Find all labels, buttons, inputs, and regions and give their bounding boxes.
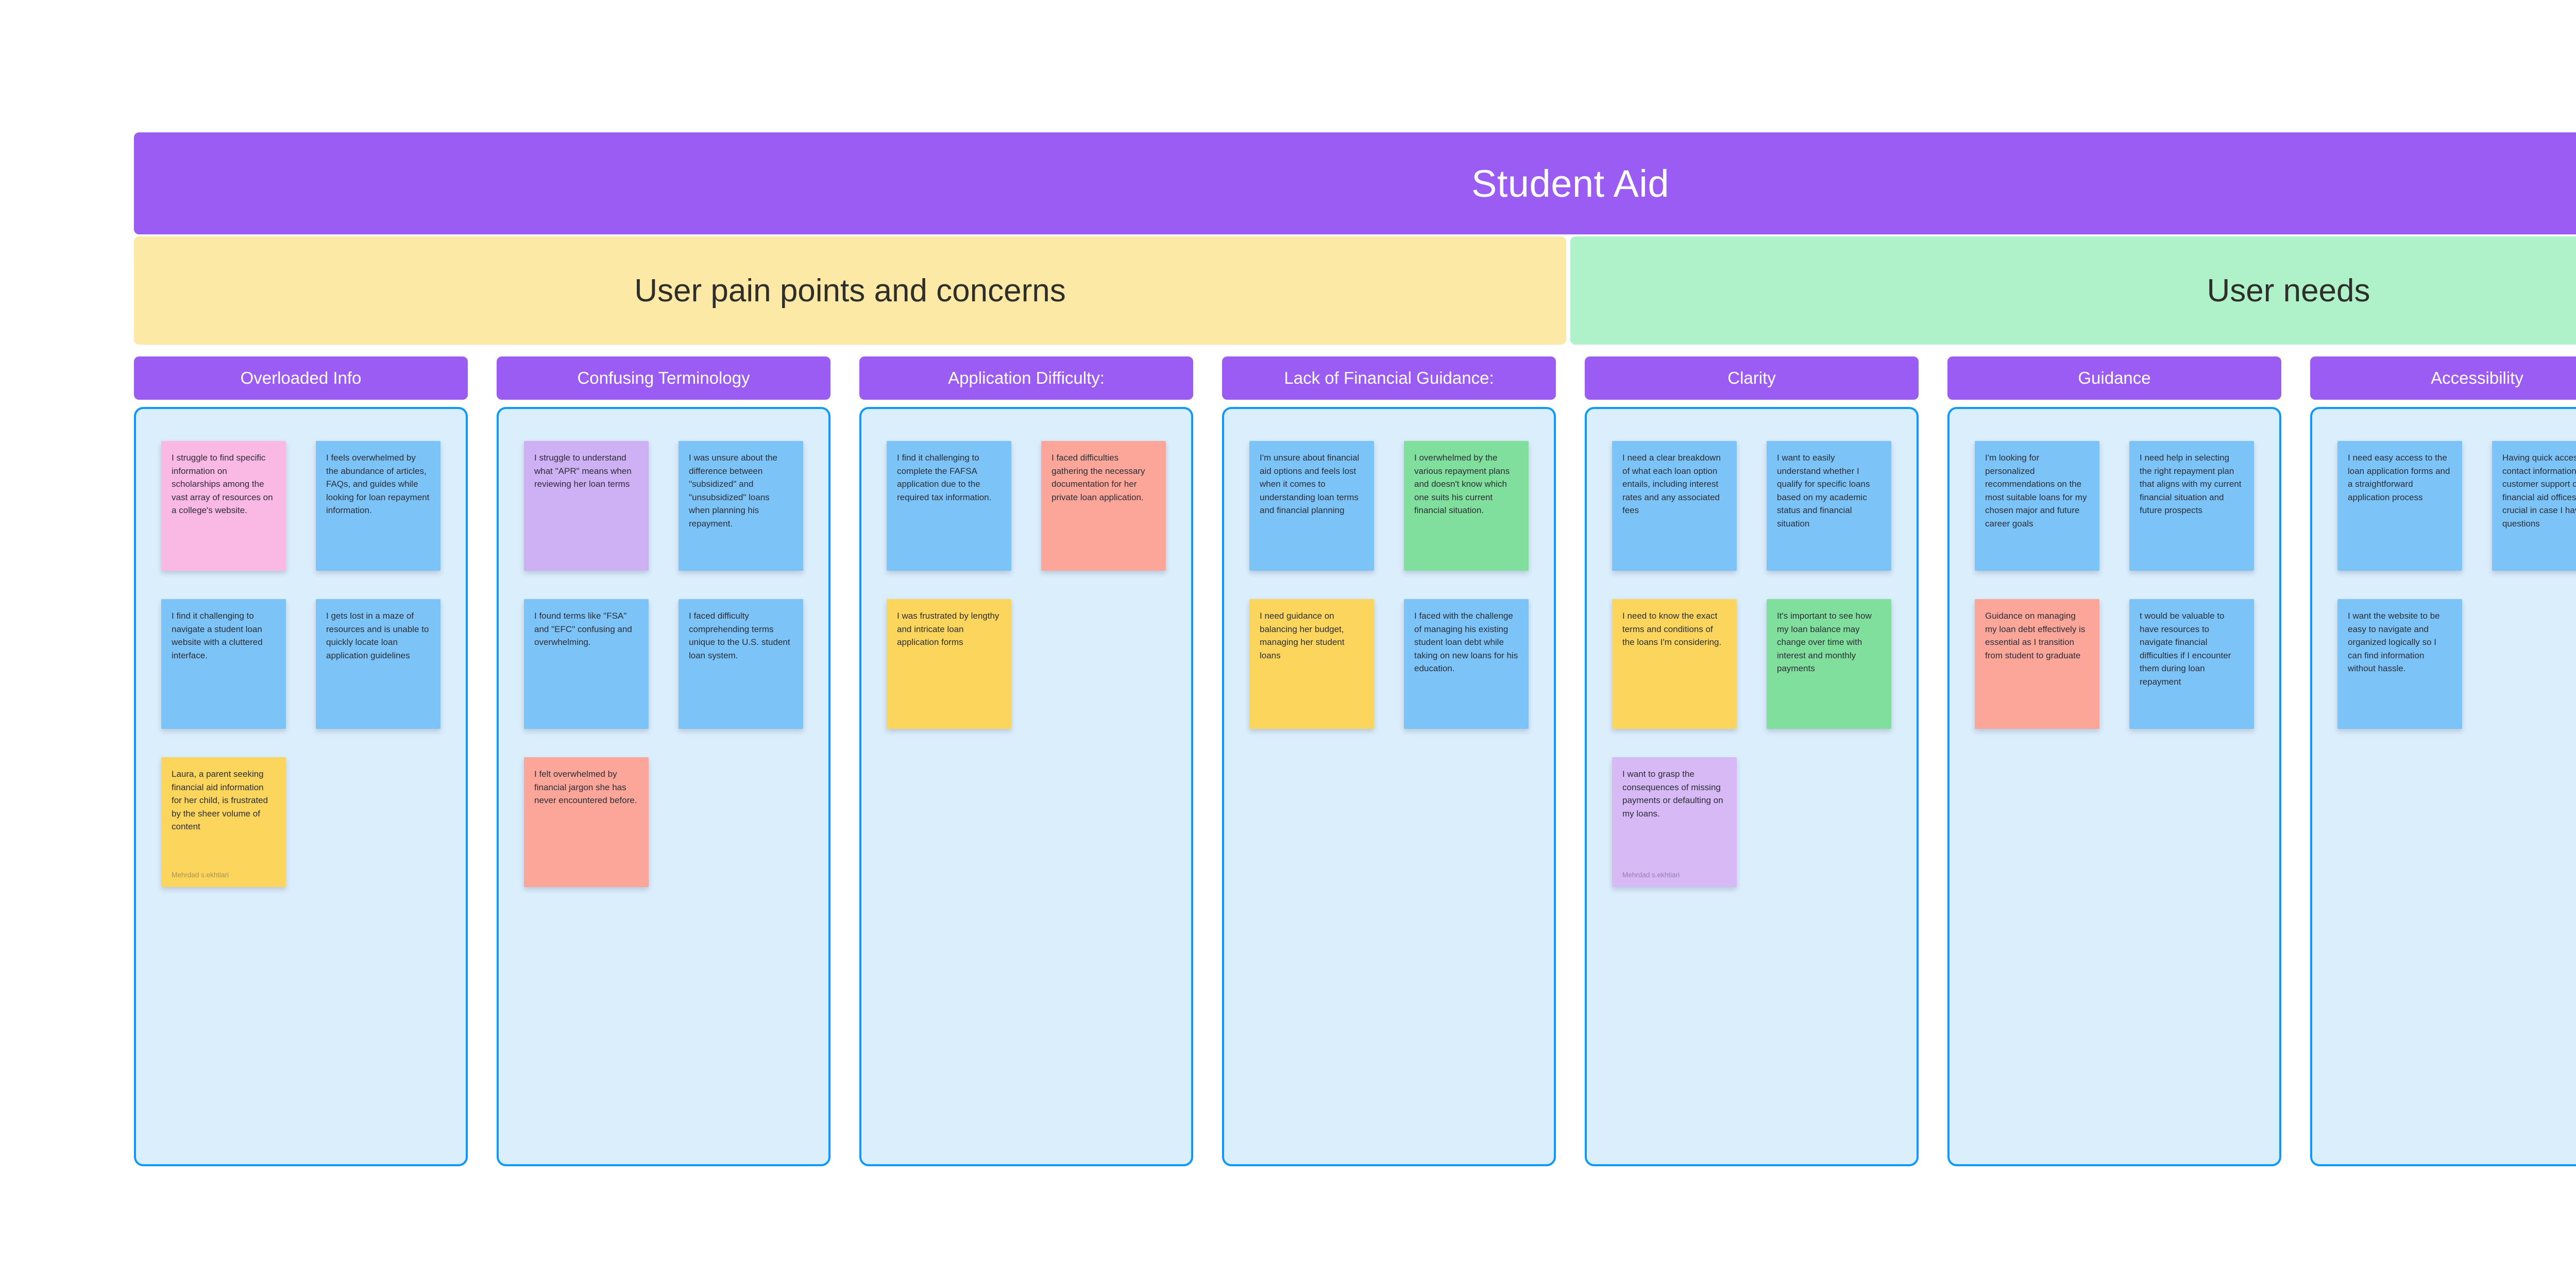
column-header-guidance[interactable]: Guidance	[1947, 356, 2281, 400]
sticky-note-text: I'm looking for personalized recommendat…	[1985, 453, 2087, 529]
column-body-application-difficulty: I find it challenging to complete the FA…	[859, 407, 1193, 1166]
column-header-label: Clarity	[1727, 368, 1776, 387]
sticky-note[interactable]: I need easy access to the loan applicati…	[2337, 441, 2462, 571]
sticky-note-text: I struggle to find specific information …	[172, 453, 273, 515]
sticky-note-author: Mehrdad s.ekhtiari	[1622, 871, 1680, 879]
sticky-note-text: I need help in selecting the right repay…	[2140, 453, 2242, 515]
sticky-note-text: Having quick access to contact informati…	[2502, 453, 2576, 529]
sticky-note[interactable]: I faced difficulty comprehending terms u…	[679, 599, 803, 729]
column-header-label: Lack of Financial Guidance:	[1284, 368, 1494, 387]
sticky-note-text: I faced difficulties gathering the neces…	[1052, 453, 1145, 502]
sticky-note-text: Laura, a parent seeking financial aid in…	[172, 769, 268, 831]
board-title-bar[interactable]: Student Aid	[134, 132, 2576, 234]
sticky-note-text: I want to easily understand whether I qu…	[1777, 453, 1870, 529]
sticky-note[interactable]: I struggle to understand what "APR" mean…	[524, 441, 649, 571]
column-header-overloaded-info[interactable]: Overloaded Info	[134, 356, 468, 400]
sticky-note[interactable]: I want to easily understand whether I qu…	[1767, 441, 1891, 571]
sticky-note[interactable]: I find it challenging to navigate a stud…	[161, 599, 286, 729]
column-accessibility: Accessibility I need easy access to the l…	[2310, 356, 2576, 1166]
sticky-note-text: I'm unsure about financial aid options a…	[1260, 453, 1360, 515]
column-header-label: Accessibility	[2431, 368, 2523, 387]
column-body-guidance: I'm looking for personalized recommendat…	[1947, 407, 2281, 1166]
sticky-note-author: Mehrdad s.ekhtiari	[172, 871, 229, 879]
sticky-note-text: t would be valuable to have resources to…	[2140, 611, 2231, 687]
sticky-note[interactable]: I felt overwhelmed by financial jargon s…	[524, 757, 649, 887]
sticky-note-text: Guidance on managing my loan debt effect…	[1985, 611, 2086, 660]
column-header-clarity[interactable]: Clarity	[1585, 356, 1919, 400]
column-header-lack-of-financial-guidance[interactable]: Lack of Financial Guidance:	[1222, 356, 1556, 400]
sticky-note[interactable]: I was unsure about the difference betwee…	[679, 441, 803, 571]
column-header-application-difficulty[interactable]: Application Difficulty:	[859, 356, 1193, 400]
sticky-note-text: I want the website to be easy to navigat…	[2348, 611, 2440, 673]
column-clarity: Clarity I need a clear breakdown of what …	[1585, 356, 1919, 1166]
sticky-note[interactable]: I was frustrated by lengthy and intricat…	[887, 599, 1011, 729]
column-header-label: Confusing Terminology	[577, 368, 750, 387]
column-body-confusing-terminology: I struggle to understand what "APR" mean…	[497, 407, 831, 1166]
sticky-note[interactable]: I need to know the exact terms and condi…	[1612, 599, 1737, 729]
sticky-note[interactable]: I struggle to find specific information …	[161, 441, 286, 571]
column-header-label: Overloaded Info	[240, 368, 362, 387]
sticky-note-text: I find it challenging to navigate a stud…	[172, 611, 263, 660]
sticky-note-text: I feels overwhelmed by the abundance of …	[326, 453, 430, 515]
sticky-note-text: I was unsure about the difference betwee…	[689, 453, 778, 529]
sticky-note-text: I need a clear breakdown of what each lo…	[1622, 453, 1721, 515]
sticky-note-text: I faced with the challenge of managing h…	[1414, 611, 1518, 673]
sticky-note[interactable]: I want the website to be easy to navigat…	[2337, 599, 2462, 729]
sticky-note-text: I was frustrated by lengthy and intricat…	[897, 611, 999, 647]
sticky-note[interactable]: I need a clear breakdown of what each lo…	[1612, 441, 1737, 571]
sticky-note[interactable]: I want to grasp the consequences of miss…	[1612, 757, 1737, 887]
column-body-clarity: I need a clear breakdown of what each lo…	[1585, 407, 1919, 1166]
sticky-note[interactable]: I faced difficulties gathering the neces…	[1041, 441, 1166, 571]
column-lack-of-financial-guidance: Lack of Financial Guidance: I'm unsure ab…	[1222, 356, 1556, 1166]
sticky-note[interactable]: Having quick access to contact informati…	[2492, 441, 2576, 571]
sticky-note-text: I overwhelmed by the various repayment p…	[1414, 453, 1510, 515]
column-overloaded-info: Overloaded Info I struggle to find specif…	[134, 356, 468, 1166]
sticky-note-text: I found terms like "FSA" and "EFC" confu…	[534, 611, 632, 647]
column-header-label: Application Difficulty:	[948, 368, 1105, 387]
sticky-note-text: It's important to see how my loan balanc…	[1777, 611, 1872, 673]
sticky-note-text: I struggle to understand what "APR" mean…	[534, 453, 632, 489]
sticky-note-text: I faced difficulty comprehending terms u…	[689, 611, 790, 660]
column-body-accessibility: I need easy access to the loan applicati…	[2310, 407, 2576, 1166]
column-header-accessibility[interactable]: Accessibility	[2310, 356, 2576, 400]
column-header-confusing-terminology[interactable]: Confusing Terminology	[497, 356, 831, 400]
sticky-note[interactable]: I gets lost in a maze of resources and i…	[316, 599, 440, 729]
column-header-label: Guidance	[2078, 368, 2151, 387]
sticky-note[interactable]: I'm unsure about financial aid options a…	[1249, 441, 1374, 571]
column-confusing-terminology: Confusing Terminology I struggle to under…	[497, 356, 831, 1166]
sticky-note[interactable]: Guidance on managing my loan debt effect…	[1975, 599, 2099, 729]
sticky-note[interactable]: I overwhelmed by the various repayment p…	[1404, 441, 1529, 571]
sticky-note-text: I gets lost in a maze of resources and i…	[326, 611, 429, 660]
board-title: Student Aid	[1471, 162, 1670, 205]
sticky-note[interactable]: I faced with the challenge of managing h…	[1404, 599, 1529, 729]
section-user-needs-label: User needs	[2207, 273, 2370, 309]
sticky-note-text: I need easy access to the loan applicati…	[2348, 453, 2450, 502]
column-body-lack-of-financial-guidance: I'm unsure about financial aid options a…	[1222, 407, 1556, 1166]
sticky-note[interactable]: I need help in selecting the right repay…	[2129, 441, 2254, 571]
sticky-note-text: I find it challenging to complete the FA…	[897, 453, 992, 502]
sticky-note-text: I felt overwhelmed by financial jargon s…	[534, 769, 637, 805]
sticky-note[interactable]: I found terms like "FSA" and "EFC" confu…	[524, 599, 649, 729]
section-user-needs[interactable]: User needs	[1570, 236, 2576, 345]
sticky-note-text: I need to know the exact terms and condi…	[1622, 611, 1722, 647]
sticky-note[interactable]: It's important to see how my loan balanc…	[1767, 599, 1891, 729]
column-application-difficulty: Application Difficulty: I find it challen…	[859, 356, 1193, 1166]
sticky-note[interactable]: I need guidance on balancing her budget,…	[1249, 599, 1374, 729]
sticky-note-text: I want to grasp the consequences of miss…	[1622, 769, 1723, 819]
sticky-note[interactable]: I'm looking for personalized recommendat…	[1975, 441, 2099, 571]
sticky-note[interactable]: I find it challenging to complete the FA…	[887, 441, 1011, 571]
section-pain-points-label: User pain points and concerns	[634, 273, 1066, 309]
sticky-note[interactable]: I feels overwhelmed by the abundance of …	[316, 441, 440, 571]
sticky-note-text: I need guidance on balancing her budget,…	[1260, 611, 1345, 660]
sticky-note[interactable]: Laura, a parent seeking financial aid in…	[161, 757, 286, 887]
section-pain-points[interactable]: User pain points and concerns	[134, 236, 1566, 345]
sticky-note[interactable]: t would be valuable to have resources to…	[2129, 599, 2254, 729]
column-body-overloaded-info: I struggle to find specific information …	[134, 407, 468, 1166]
